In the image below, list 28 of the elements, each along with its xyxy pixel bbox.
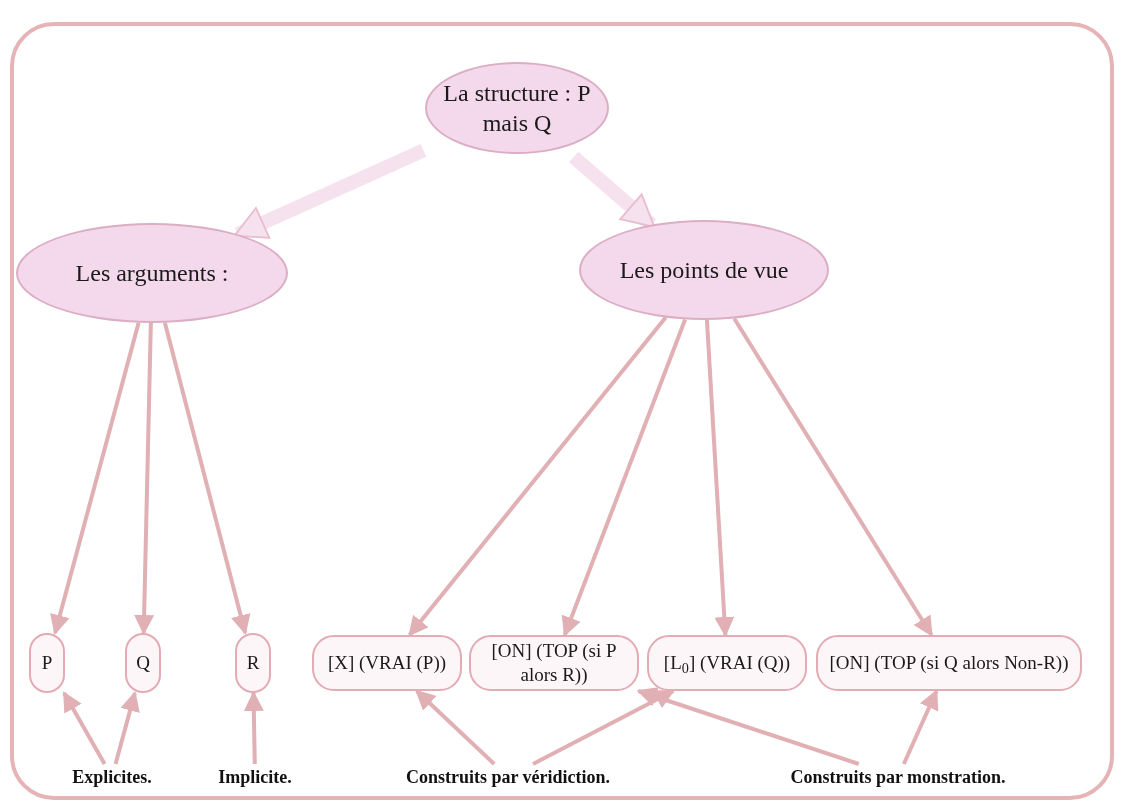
rounded-node: Q [125,633,161,693]
arrow [243,691,264,765]
caption-text: Construits par véridiction. [383,764,633,790]
arrow [62,691,107,765]
arrow [162,322,251,635]
rounded-node: [ON] (TOP (si P alors R)) [469,635,639,691]
caption-text: Construits par monstration. [773,764,1023,790]
arrow [113,691,140,765]
arrow [50,322,141,635]
rounded-node: R [235,633,271,693]
arrow [704,319,735,637]
rounded-node: [X] (VRAI (P)) [312,635,462,691]
arrow [233,143,427,241]
rounded-node: [ON] (TOP (si Q alors Non-R)) [816,635,1082,691]
arrow [902,689,939,765]
ellipse-node: La structure : P mais Q [425,62,609,154]
rounded-node: P [29,633,65,693]
arrow [415,689,496,766]
caption-text: Implicite. [210,764,300,790]
arrow [561,318,687,637]
arrow [732,317,934,637]
caption-text: Explicites. [62,764,162,790]
arrow [532,689,675,766]
rounded-node: [L$_{0}$] (VRAI (Q)) [647,635,807,691]
ellipse-node: Les points de vue [579,220,829,320]
arrow [636,687,860,766]
arrow [134,322,155,635]
ellipse-node: Les arguments : [16,223,288,323]
